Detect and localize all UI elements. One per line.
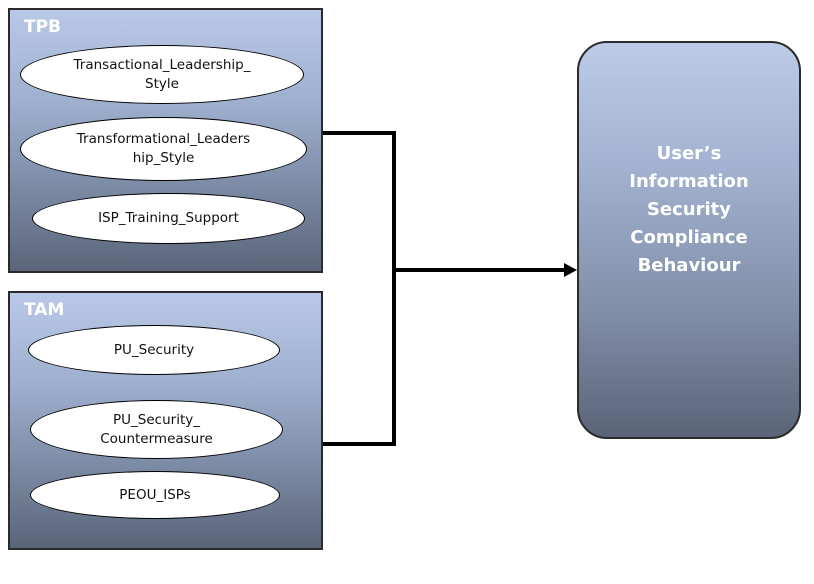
construct-isp-training-support: ISP_Training_Support (32, 193, 305, 244)
arrow-head (564, 263, 577, 277)
construct-transactional-leadership-style: Transactional_Leadership_ Style (20, 45, 304, 104)
outcome-label: User’s Information Security Compliance B… (629, 143, 749, 276)
construct-transformational-leadership-style: Transformational_Leaders hip_Style (20, 117, 307, 181)
construct-pu-security-countermeasure: PU_Security_ Countermeasure (30, 400, 283, 459)
tpb-title: TPB (24, 17, 62, 37)
construct-peou-isps: PEOU_ISPs (30, 471, 280, 519)
tpb-connector (323, 131, 396, 270)
construct-pu-security: PU_Security (28, 325, 280, 375)
outcome-box: User’s Information Security Compliance B… (577, 41, 801, 439)
tam-title: TAM (24, 300, 65, 320)
tam-connector (323, 270, 396, 446)
